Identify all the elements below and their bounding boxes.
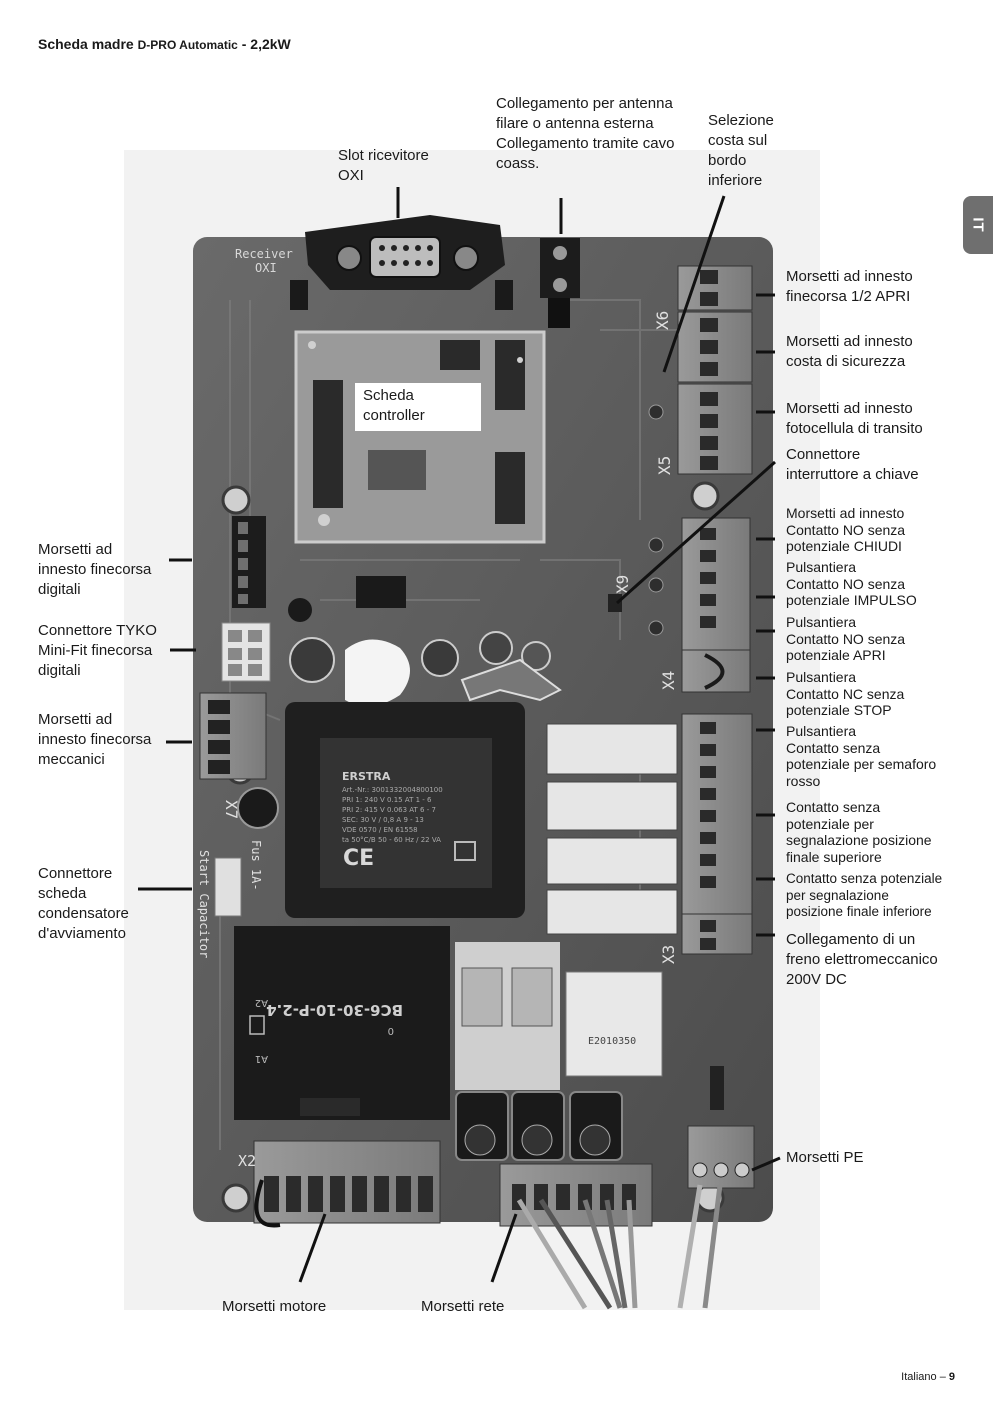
svg-text:0: 0 [388,1025,394,1036]
svg-text:PRI 2: 415 V 0.063 AT 6 - 7: PRI 2: 415 V 0.063 AT 6 - 7 [342,806,436,814]
board-print-x5: X5 [655,456,674,475]
label-morsetti-rete: Morsetti rete [421,1298,505,1315]
board-print-fuse: Fus 1A- [249,840,263,891]
controller-label-box [355,383,481,431]
board-print-x2: X2 [238,1152,256,1170]
label-morsetti-pe: Morsetti PE [786,1149,864,1166]
transformer-brand: ERSTRA [342,770,391,783]
svg-text:PRI 1: 240 V 0.15 AT 1 - 6: PRI 1: 240 V 0.15 AT 1 - 6 [342,796,432,804]
contactor-code: BC6-30-10-P-2.4 [266,1001,403,1019]
language-tab: IT [963,196,993,254]
transformer-ce-mark: CE [343,846,374,871]
board-print-oxi: OXI [255,261,277,275]
svg-text:A1: A1 [255,1053,268,1064]
leader-lines [138,187,781,1283]
aux-transformer-code: E2010350 [588,1036,636,1047]
label-morsetti-motore: Morsetti motore [222,1298,327,1315]
board-print-start-capacitor: Start Capacitor [197,850,211,958]
board-print-x3: X3 [659,945,678,964]
board-print-x6: X6 [653,311,672,330]
board-print-receiver: Receiver [235,247,293,261]
page-title: Scheda madre D-PRO Automatic - 2,2kW [38,36,291,52]
svg-text:A2: A2 [255,997,268,1008]
board-print-x4: X4 [659,671,678,690]
svg-text:ta 50°C/B 50 - 60 Hz / 22 VA: ta 50°C/B 50 - 60 Hz / 22 VA [342,836,441,844]
svg-text:SEC: 30 V / 0,8 A 9 - 13: SEC: 30 V / 0,8 A 9 - 13 [342,816,424,824]
page-footer: Italiano – 9 [901,1371,955,1383]
svg-text:Art.-Nr.: 3001332004800100: Art.-Nr.: 3001332004800100 [342,786,443,794]
board-print-x7: X7 [222,800,241,819]
board-print-x9: X9 [613,575,632,594]
svg-text:VDE 0570 / EN 61558: VDE 0570 / EN 61558 [342,826,418,834]
